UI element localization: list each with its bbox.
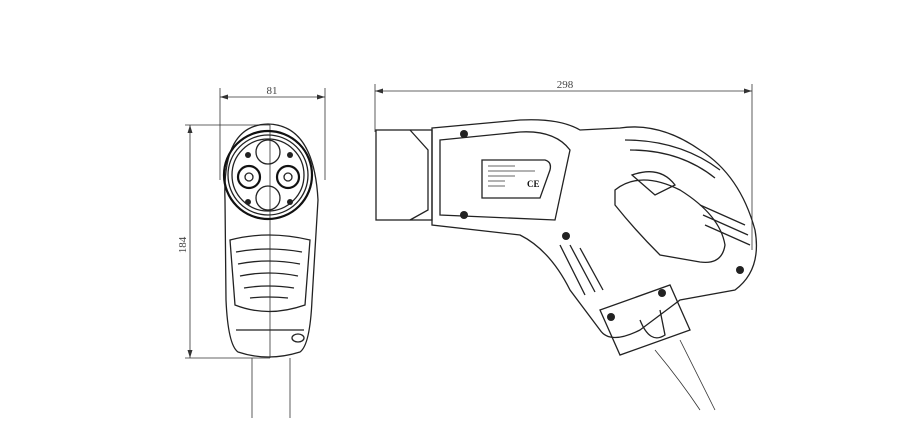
width-dimension-label: 81 — [267, 85, 278, 97]
rating-label-text — [488, 165, 535, 187]
ce-mark: CE — [527, 179, 540, 189]
length-dimension-label: 298 — [557, 79, 574, 91]
height-dimension-label: 184 — [177, 236, 189, 253]
length-dimension: 298 — [374, 79, 753, 250]
width-dimension: 81 — [219, 85, 326, 180]
side-view: 298 CE — [374, 79, 758, 411]
height-dimension: 184 — [177, 124, 270, 359]
front-view: 81 184 — [177, 85, 326, 418]
